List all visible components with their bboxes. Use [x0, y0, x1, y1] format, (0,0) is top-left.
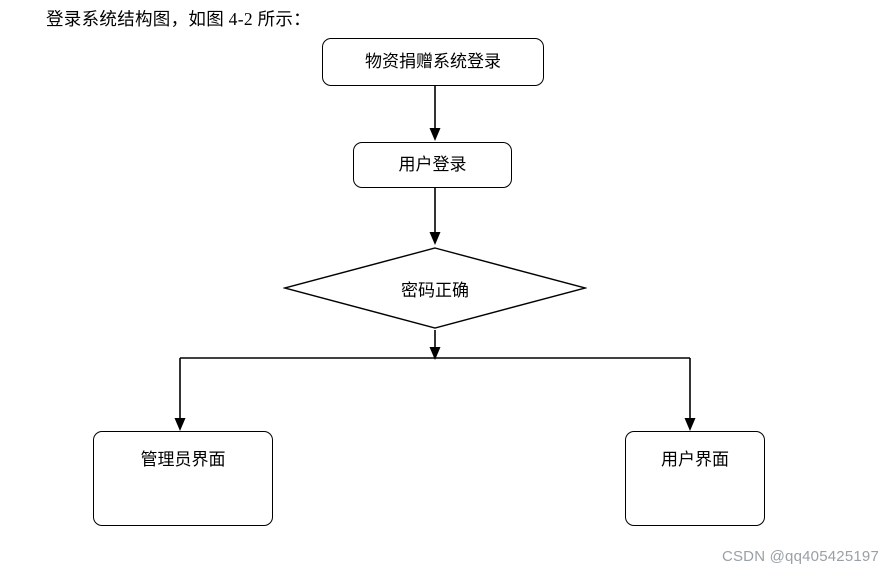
node-admin-ui-label: 管理员界面	[140, 450, 226, 470]
figure-caption: 登录系统结构图，如图 4-2 所示：	[46, 9, 311, 29]
node-user-ui-label: 用户界面	[661, 450, 729, 470]
node-password-correct-label: 密码正确	[401, 280, 469, 300]
node-user-ui: 用户界面	[625, 431, 765, 526]
node-user-login: 用户登录	[353, 142, 512, 188]
node-admin-ui: 管理员界面	[93, 431, 273, 526]
node-password-correct: 密码正确	[283, 246, 587, 330]
connector-system-login-to-user-login	[425, 86, 445, 142]
node-system-login: 物资捐赠系统登录	[322, 38, 544, 86]
watermark: CSDN @qq405425197	[721, 548, 879, 565]
node-system-login-label: 物资捐赠系统登录	[365, 51, 501, 71]
connector-user-login-to-decision	[425, 188, 445, 246]
connector-decision-to-branches	[170, 330, 710, 440]
node-user-login-label: 用户登录	[398, 154, 467, 174]
